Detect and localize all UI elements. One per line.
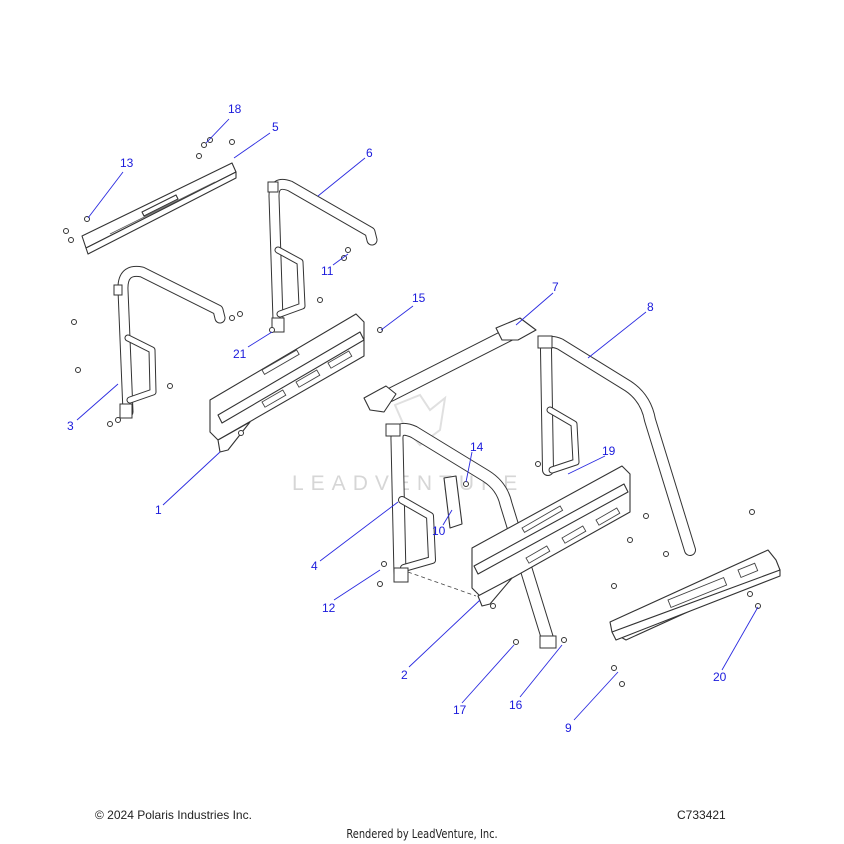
callout-19: 19	[602, 444, 616, 458]
callout-6: 6	[366, 146, 373, 160]
callout-labels: 1 2 3 4 5 6 7 8 9 10 11 12 13 14 15 16 1…	[67, 102, 727, 735]
callout-10: 10	[432, 524, 446, 538]
callout-1: 1	[155, 503, 162, 517]
part-4-roll-bar	[385, 422, 557, 649]
part-9-rear-panel	[609, 549, 781, 641]
watermark-text: LEADVENTURE	[292, 472, 524, 495]
part-3-roll-bar	[113, 265, 226, 419]
callout-7: 7	[552, 280, 559, 294]
part-5-roof-bracket	[81, 162, 237, 255]
part-2-side-rail	[407, 465, 631, 607]
part-1-side-rail	[209, 313, 365, 453]
part-7-cross-tube	[363, 317, 537, 413]
leader-lines	[76, 118, 759, 721]
callout-4: 4	[311, 559, 318, 573]
callout-17: 17	[453, 703, 467, 717]
part-6-roll-bar	[267, 178, 378, 333]
rendered-by-text: Rendered by LeadVenture, Inc.	[346, 827, 498, 841]
callout-13: 13	[120, 156, 134, 170]
callout-16: 16	[509, 698, 523, 712]
hardware	[63, 137, 761, 687]
callout-9: 9	[565, 721, 572, 735]
copyright-text: © 2024 Polaris Industries Inc.	[95, 808, 252, 822]
figure-id: C733421	[677, 808, 726, 822]
callout-21: 21	[233, 347, 247, 361]
callout-14: 14	[470, 440, 484, 454]
callout-20: 20	[713, 670, 727, 684]
callout-15: 15	[412, 291, 426, 305]
part-8-roll-bar	[537, 335, 696, 556]
callout-8: 8	[647, 300, 654, 314]
callout-5: 5	[272, 120, 279, 134]
callout-12: 12	[322, 601, 336, 615]
callout-3: 3	[67, 419, 74, 433]
callout-11: 11	[321, 264, 334, 278]
callout-2: 2	[401, 668, 408, 682]
callout-18: 18	[228, 102, 242, 116]
